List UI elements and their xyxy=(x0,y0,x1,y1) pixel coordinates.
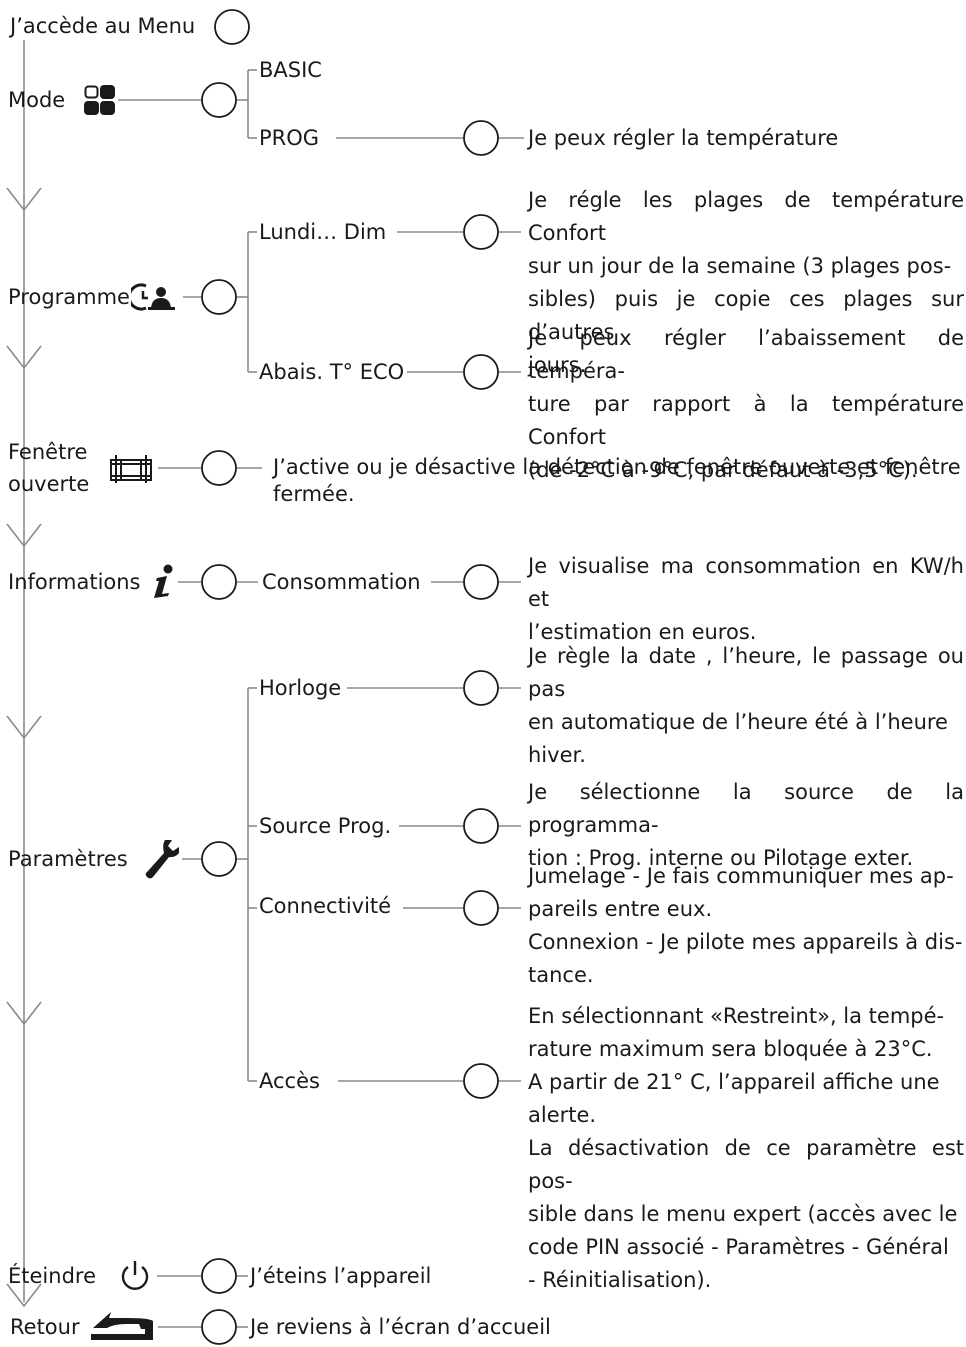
desc-line: jours. xyxy=(528,353,587,377)
consommation-circle-button[interactable] xyxy=(463,564,499,600)
retour-label: Retour xyxy=(10,1315,80,1339)
desc-line: Je peux régler l’abaissement de tempéra- xyxy=(528,326,964,383)
eteindre-circle-button[interactable] xyxy=(201,1258,237,1294)
down-chevron xyxy=(6,1001,42,1026)
source-prog-circle-button[interactable] xyxy=(463,808,499,844)
down-chevron xyxy=(6,187,42,212)
desc-line: rature maximum sera bloquée à 23°C. xyxy=(528,1037,933,1061)
desc-line: sible dans le menu expert (accès avec le xyxy=(528,1202,958,1226)
fenetre-description-line2: fermée. xyxy=(273,482,355,506)
desc-line: tion : Prog. interne ou Pilotage exter. xyxy=(528,846,914,870)
connectivite-description: Jumelage - Je fais communiquer mes ap- p… xyxy=(528,860,964,992)
down-chevron xyxy=(6,715,42,740)
retour-circle-button[interactable] xyxy=(201,1309,237,1345)
desc-line: hiver. xyxy=(528,743,586,767)
desc-line: Connexion - Je pilote mes appareils à di… xyxy=(528,930,963,954)
desc-line: pareils entre eux. xyxy=(528,897,713,921)
mode-label: Mode xyxy=(8,88,66,112)
abais-eco-option[interactable]: Abais. T° ECO xyxy=(259,360,405,384)
lundi-dim-description: Je régle les plages de température Confo… xyxy=(528,184,964,382)
horloge-option[interactable]: Horloge xyxy=(259,676,342,700)
source-prog-description: Je sélectionne la source de la programma… xyxy=(528,776,964,875)
desc-line: en automatique de l’heure été à l’heure xyxy=(528,710,948,734)
acces-circle-button[interactable] xyxy=(463,1063,499,1099)
desc-line: alerte. xyxy=(528,1103,597,1127)
retour-description: Je reviens à l’écran d’accueil xyxy=(250,1315,551,1339)
info-icon xyxy=(154,564,173,598)
prog-description: Je peux régler la température xyxy=(528,126,839,150)
menu-circle-button[interactable] xyxy=(214,9,250,45)
programme-label: Programme xyxy=(8,285,130,309)
wrench-icon xyxy=(145,840,179,879)
connectivite-option[interactable]: Connectivité xyxy=(259,894,392,918)
horloge-description: Je règle la date , l’heure, le passage o… xyxy=(528,640,964,772)
desc-line: A partir de 21° C, l’appareil affiche un… xyxy=(528,1070,940,1094)
down-chevron xyxy=(6,523,42,548)
acces-description: En sélectionnant «Restreint», la tempé- … xyxy=(528,1000,964,1297)
desc-line: ture par rapport à la température Confor… xyxy=(528,392,964,449)
parametres-circle-button[interactable] xyxy=(201,841,237,877)
desc-line: tance. xyxy=(528,963,594,987)
acces-option[interactable]: Accès xyxy=(259,1069,320,1093)
desc-line: sur un jour de la semaine (3 plages pos- xyxy=(528,254,952,278)
prog-option[interactable]: PROG xyxy=(259,126,320,150)
window-open-icon xyxy=(110,455,152,483)
eteindre-description: J’éteins l’appareil xyxy=(250,1264,432,1288)
desc-line: Je régle les plages de température Confo… xyxy=(528,188,964,245)
abais-eco-circle-button[interactable] xyxy=(463,354,499,390)
basic-option[interactable]: BASIC xyxy=(259,58,322,82)
desc-line: Jumelage - Je fais communiquer mes ap- xyxy=(528,864,954,888)
informations-circle-button[interactable] xyxy=(201,564,237,600)
informations-label: Informations xyxy=(8,570,141,594)
consommation-option[interactable]: Consommation xyxy=(262,570,421,594)
down-chevron xyxy=(6,1283,42,1308)
source-prog-option[interactable]: Source Prog. xyxy=(259,814,392,838)
fenetre-label-line2: ouverte xyxy=(8,472,90,496)
desc-line: Je règle la date , l’heure, le passage o… xyxy=(528,644,964,701)
return-arrow-icon xyxy=(91,1312,153,1340)
horloge-circle-button[interactable] xyxy=(463,670,499,706)
power-icon xyxy=(121,1261,149,1290)
consommation-description: Je visualise ma consommation en KW/h et … xyxy=(528,550,964,649)
parametres-label: Paramètres xyxy=(8,847,128,871)
desc-line: l’estimation en euros. xyxy=(528,620,757,644)
mode-circle-button[interactable] xyxy=(201,82,237,118)
desc-line: (de -2°C à -9°C, par défaut à -3,5°C). xyxy=(528,458,918,482)
lundi-dim-circle-button[interactable] xyxy=(463,214,499,250)
fenetre-description-line1: J’active ou je désactive la détection de… xyxy=(273,455,961,479)
abais-eco-description: Je peux régler l’abaissement de tempéra-… xyxy=(528,322,964,487)
lundi-dim-option[interactable]: Lundi… Dim xyxy=(259,220,387,244)
down-chevron xyxy=(6,345,42,370)
programme-circle-button[interactable] xyxy=(201,279,237,315)
fenetre-circle-button[interactable] xyxy=(201,450,237,486)
eteindre-label: Éteindre xyxy=(8,1264,96,1288)
menu-title: J’accède au Menu xyxy=(10,14,196,38)
fenetre-label-line1: Fenêtre xyxy=(8,440,88,464)
prog-circle-button[interactable] xyxy=(463,120,499,156)
desc-line: - Réinitialisation). xyxy=(528,1268,712,1292)
desc-line: La désactivation de ce paramètre est pos… xyxy=(528,1136,964,1193)
desc-line: Je sélectionne la source de la programma… xyxy=(528,780,964,837)
connectivite-circle-button[interactable] xyxy=(463,890,499,926)
desc-line: Je visualise ma consommation en KW/h et xyxy=(528,554,964,611)
desc-line: En sélectionnant «Restreint», la tempé- xyxy=(528,1004,945,1028)
mode-grid-icon xyxy=(84,85,115,115)
programme-clock-person-icon xyxy=(131,283,175,311)
desc-line: code PIN associé - Paramètres - Général xyxy=(528,1235,949,1259)
desc-line: sibles) puis je copie ces plages sur d’a… xyxy=(528,287,964,344)
